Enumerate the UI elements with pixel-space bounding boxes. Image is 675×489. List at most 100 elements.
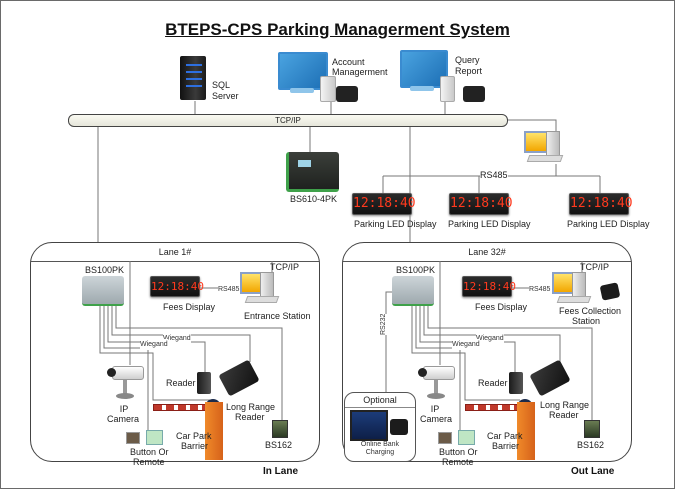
wire-bus-pc bbox=[506, 119, 557, 131]
lane-1-station-label: Entrance Station bbox=[244, 311, 311, 321]
lane-1-car-park-barrier-icon bbox=[205, 402, 223, 460]
led-digits: 12:18:40 bbox=[570, 196, 633, 211]
lane-32-long-range-label-1: Long Range bbox=[540, 400, 590, 410]
parking-led-display-1: 12:18:40 bbox=[352, 193, 416, 215]
lane-32-card-reader-icon bbox=[509, 372, 523, 394]
lane-1-long-range-label-1: Long Range bbox=[226, 402, 276, 412]
account-management-label-1: Account bbox=[332, 57, 365, 67]
lane-32-station-monitor-icon bbox=[552, 272, 574, 294]
lane-32-camera-label-2: Camera bbox=[420, 414, 453, 424]
parking-led-display-3: 12:18:40 bbox=[569, 193, 633, 215]
lane-32-bs162-label: BS162 bbox=[577, 440, 605, 450]
lane-32-camera-stand bbox=[434, 379, 438, 395]
lane-32-car-park-barrier-icon bbox=[517, 402, 535, 460]
query-report-stand bbox=[410, 86, 434, 91]
lane-32-tcpip-label: TCP/IP bbox=[580, 262, 610, 272]
lane-1-camera-label-2: Camera bbox=[107, 414, 140, 424]
query-report-label-1: Query bbox=[455, 55, 480, 65]
lane-1-controller-label: BS100PK bbox=[85, 265, 125, 275]
query-report-printer-icon bbox=[463, 86, 485, 102]
lane-32-long-range-label-2: Reader bbox=[549, 410, 579, 420]
lane-32-fees-display: 12:18:40 bbox=[462, 276, 516, 297]
lane-32-wiegand-label-1: Wiegand bbox=[476, 333, 504, 344]
query-report-tower-icon bbox=[440, 76, 455, 102]
optional-online-bank-box: Optional Online Bank Charging bbox=[344, 392, 416, 462]
bs610-controller-icon bbox=[286, 152, 339, 192]
lane-32-station-keyboard-icon bbox=[556, 296, 592, 303]
lane-1-long-range-label-2: Reader bbox=[235, 412, 265, 422]
lane-1-bs100pk-icon bbox=[82, 276, 124, 306]
lane-32-station-tower-icon bbox=[572, 272, 586, 298]
bs610-label: BS610-4PK bbox=[290, 194, 338, 204]
lane-1-fees-display: 12:18:40 bbox=[150, 276, 204, 297]
lane-1-rs485-label: RS485 bbox=[218, 284, 240, 295]
tcpip-bus: TCP/IP bbox=[68, 114, 508, 127]
lane-1-button-label-2: Remote bbox=[133, 457, 165, 467]
lane-32-barrier-label-2: Barrier bbox=[492, 441, 520, 451]
parking-led-display-label-1: Parking LED Display bbox=[354, 219, 437, 229]
lane-1-ip-camera-icon bbox=[107, 366, 144, 380]
lane-1-tcpip-label: TCP/IP bbox=[270, 262, 300, 272]
parking-led-display-label-2: Parking LED Display bbox=[448, 219, 531, 229]
lane-32-barrier-label-1: Car Park bbox=[487, 431, 523, 441]
led-digits: 12:18:40 bbox=[450, 196, 513, 211]
led-digits: 12:18:40 bbox=[463, 280, 516, 293]
lane-1-camera-label-1: IP bbox=[119, 404, 129, 414]
account-management-printer-icon bbox=[336, 86, 358, 102]
lane-1-reader-label: Reader bbox=[166, 378, 196, 388]
lane-32-camera-label-1: IP bbox=[430, 404, 440, 414]
optional-label-1: Online Bank bbox=[360, 441, 400, 448]
lane-1-camera-base bbox=[116, 393, 134, 399]
lane-32-rs232-label: RS232 bbox=[378, 313, 389, 335]
lane-1-bs162-icon bbox=[272, 420, 288, 438]
lane-1-wiegand-label-1: Wiegand bbox=[163, 333, 191, 344]
lane-1-footer: In Lane bbox=[263, 466, 299, 477]
lane-1-fees-display-label: Fees Display bbox=[163, 302, 216, 312]
rs485-bus-label: RS485 bbox=[480, 170, 508, 181]
lane-32-footer: Out Lane bbox=[571, 466, 615, 477]
lane-32-camera-base bbox=[427, 393, 445, 399]
lane-1-button-label-1: Button Or bbox=[130, 447, 169, 457]
parking-led-display-label-3: Parking LED Display bbox=[567, 219, 650, 229]
led-digits: 12:18:40 bbox=[151, 280, 204, 293]
lane-32-bs100pk-icon bbox=[392, 276, 434, 306]
page-title: BTEPS-CPS Parking Managerment System bbox=[165, 20, 510, 39]
online-bank-printer-icon bbox=[390, 419, 408, 435]
lane-1-barrier-label-2: Barrier bbox=[181, 441, 209, 451]
sql-server-label-1: SQL bbox=[212, 80, 231, 90]
lane-32-header: Lane 32# bbox=[343, 243, 631, 262]
lane-1-button-icon bbox=[146, 430, 163, 445]
account-management-stand bbox=[290, 88, 314, 93]
lane-32-button-icon bbox=[458, 430, 475, 445]
online-bank-terminal-icon bbox=[350, 410, 388, 441]
lane-1-wiegand-label-2: Wiegand bbox=[140, 339, 168, 350]
lane-1-card-reader-icon bbox=[197, 372, 211, 394]
lane-32-bs162-icon bbox=[584, 420, 600, 438]
lane-32-reader-label: Reader bbox=[478, 378, 508, 388]
lane-1-barrier-label-1: Car Park bbox=[176, 431, 212, 441]
lane-32-fees-display-label: Fees Display bbox=[475, 302, 528, 312]
lane-32-rs485-label: RS485 bbox=[529, 284, 551, 295]
parking-led-display-2: 12:18:40 bbox=[449, 193, 513, 215]
lane-32-controller-label: BS100PK bbox=[396, 265, 436, 275]
lane-32-ip-camera-icon bbox=[418, 366, 455, 380]
tcpip-bus-label: TCP/IP bbox=[275, 116, 301, 125]
lane-32-button-label-2: Remote bbox=[442, 457, 474, 467]
lane-32-barrier-arm bbox=[465, 404, 525, 411]
optional-label-2: Charging bbox=[365, 449, 395, 456]
led-digits: 12:18:40 bbox=[353, 196, 416, 211]
lane-32-wiegand-label-2: Wiegand bbox=[452, 339, 480, 350]
lane-1-bs162-label: BS162 bbox=[265, 440, 293, 450]
sql-server-icon bbox=[180, 56, 206, 100]
lane-1-camera-stand bbox=[123, 379, 127, 395]
lane-32-button-label-1: Button Or bbox=[439, 447, 478, 457]
lane-32-station-label-2: Station bbox=[572, 316, 601, 326]
optional-header: Optional bbox=[363, 395, 397, 405]
query-report-label-2: Report bbox=[455, 66, 483, 76]
lane-32-station-label-1: Fees Collection bbox=[559, 306, 622, 316]
account-management-tower-icon bbox=[320, 76, 336, 102]
lane-1-remote-icon bbox=[126, 432, 140, 444]
lane-32-remote-icon bbox=[438, 432, 452, 444]
account-management-label-2: Managerment bbox=[332, 67, 388, 77]
